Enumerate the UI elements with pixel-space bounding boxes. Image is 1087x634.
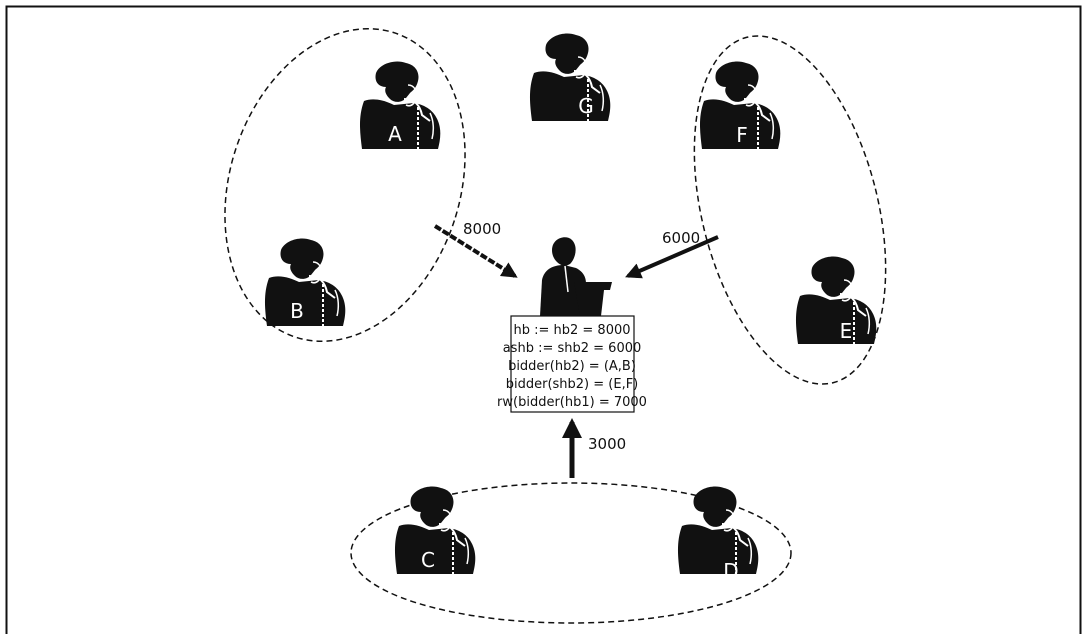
coalition-ellipse-ef [693,35,887,385]
bidder-e-label: E [840,319,853,343]
state-line-hb: hb := hb2 = 8000 [513,323,630,338]
bid-arrow-cd: 3000 [562,418,626,478]
bid-arrow-ab: 8000 [433,220,518,278]
person-on-phone-icon [795,255,878,345]
state-line-ashb: ashb := shb2 = 6000 [503,341,642,356]
auctioneer-state-box: hb := hb2 = 8000 ashb := shb2 = 6000 bid… [497,315,647,413]
bidder-a: A [359,60,442,150]
diagram-frame [5,5,1082,634]
person-on-phone-icon [394,485,477,575]
bidder-b-label: B [290,299,304,323]
bid-label-ab: 8000 [463,220,501,238]
arrow-ef-line [625,235,719,279]
bid-label-ef: 6000 [662,229,700,247]
state-line-bidder-hb: bidder(hb2) = (A,B) [508,359,636,374]
state-line-rw: rw(bidder(hb1) = 7000 [497,395,647,410]
bidder-d: D [677,485,760,583]
arrow-ab-line [433,224,518,278]
bidder-b: B [264,237,347,327]
bidder-d-label: D [723,559,738,583]
bidder-f-label: F [736,123,748,147]
auctioneer-at-podium-icon [540,237,612,316]
bidder-c-label: C [421,548,435,572]
coalition-ellipse-ab [224,27,466,343]
coalition-ellipse-cd [350,482,792,624]
bidder-f: F [699,60,782,150]
auctioneer: hb := hb2 = 8000 ashb := shb2 = 6000 bid… [497,237,647,413]
state-line-bidder-shb: bidder(shb2) = (E,F) [506,377,639,392]
bid-label-cd: 3000 [588,435,626,453]
person-on-phone-icon [529,32,612,122]
bidder-c: C [394,485,477,575]
bidder-g: G [529,32,612,122]
bid-arrow-ef: 6000 [625,229,719,279]
bidder-a-label: A [388,122,402,146]
person-on-phone-icon [677,485,760,575]
person-on-phone-icon [264,237,347,327]
bidder-e: E [795,255,878,345]
bidder-g-label: G [578,94,594,118]
